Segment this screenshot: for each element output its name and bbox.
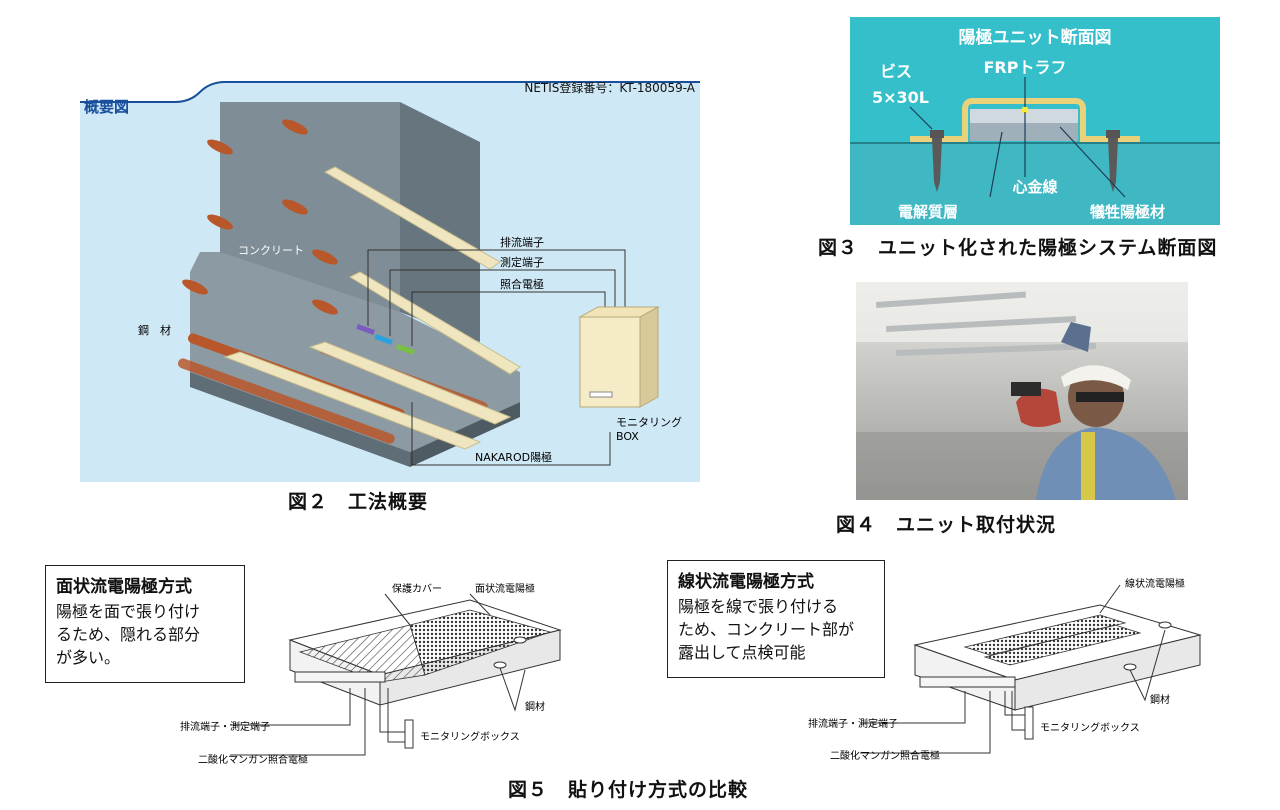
planar-anode-title: 面状流電陽極方式 — [56, 577, 192, 597]
measure-terminal-label: 測定端子 — [500, 255, 544, 269]
terminal-label-right: 排流端子・測定端子 — [808, 717, 898, 730]
overview-header: 概要図 — [84, 98, 129, 116]
linear-anode-title: 線状流電陽極方式 — [678, 572, 814, 592]
screw-right — [1106, 130, 1120, 192]
linear-anode-label: 線状流電陽極 — [1125, 577, 1185, 590]
planar-anode-desc-1: 陽極を面で張り付け — [56, 602, 201, 621]
nakarod-anode-strips — [223, 166, 521, 450]
monitoring-box-label-left: モニタリングボックス — [420, 730, 520, 743]
electrolyte-layer-label: 電解質層 — [898, 203, 958, 221]
figure-4-caption: 図４ ユニット取付状況 — [836, 514, 1057, 536]
figure-3-caption: 図３ ユニット化された陽極システム断面図 — [818, 237, 1218, 259]
frp-trough-label: FRPトラフ — [984, 58, 1067, 77]
figure-5-caption: 図５ 貼り付け方式の比較 — [508, 779, 749, 801]
cross-section-title: 陽極ユニット断面図 — [959, 27, 1112, 48]
figure-2: 概要図 NETIS登録番号：KT-180059-A — [80, 72, 700, 482]
installation-photo — [856, 282, 1188, 500]
concrete-label: コンクリート — [238, 244, 304, 257]
sacrificial-anode-label: 犠牲陽極材 — [1090, 203, 1165, 221]
linear-anode-desc-3: 露出して点検可能 — [678, 643, 806, 662]
planar-anode-description: 面状流電陽極方式 陽極を面で張り付け るため、隠れる部分 が多い。 — [45, 565, 245, 683]
linear-anode-desc-2: ため、コンクリート部が — [678, 620, 855, 639]
drain-terminal-label: 排流端子 — [500, 235, 544, 249]
protective-cover-label: 保護カバー — [392, 582, 442, 595]
monitoring-box-label-1: モニタリング — [616, 415, 682, 429]
planar-anode-label: 面状流電陽極 — [475, 582, 535, 595]
terminal-label-left: 排流端子・測定端子 — [180, 720, 270, 733]
figure-2-caption: 図２ 工法概要 — [288, 491, 429, 513]
figure-4 — [856, 282, 1188, 500]
steel-label: 鋼 材 — [138, 323, 171, 337]
screw-label-1: ビス — [880, 62, 912, 81]
reference-electrode-label-right: 二酸化マンガン照合電極 — [830, 749, 940, 762]
linear-anode-strips — [963, 614, 1142, 666]
linear-anode-diagram: 線状流電陽極 鋼材 排流端子・測定端子 モニタリングボックス 二酸化マンガン照合… — [800, 575, 1220, 770]
core-wire-label: 心金線 — [1012, 178, 1057, 196]
planar-anode-diagram: 保護カバー 面状流電陽極 鋼材 排流端子・測定端子 モニタリングボックス 二酸化… — [170, 580, 570, 770]
screw-label-2: 5×30L — [872, 88, 929, 107]
frp-trough — [910, 98, 1140, 142]
netis-number: NETIS登録番号：KT-180059-A — [524, 80, 695, 95]
concrete-column — [220, 102, 400, 312]
reference-electrode-label: 照合電極 — [500, 277, 544, 291]
steel-label-left: 鋼材 — [525, 700, 545, 713]
monitoring-box — [578, 306, 660, 408]
reference-electrode-label-left: 二酸化マンガン照合電極 — [198, 753, 308, 766]
monitoring-box-label-right: モニタリングボックス — [1040, 721, 1140, 734]
monitoring-box-label-2: BOX — [616, 430, 639, 443]
worker-figure — [1011, 322, 1176, 500]
anode-unit-cross-section: 陽極ユニット断面図 ビス 5×30L FRPトラフ 心金線 電解質層 — [850, 17, 1220, 225]
screw-left — [930, 130, 944, 192]
method-overview-diagram: 概要図 NETIS登録番号：KT-180059-A — [80, 72, 700, 482]
steel-label-right: 鋼材 — [1150, 693, 1170, 706]
planar-anode-sheet — [409, 609, 552, 676]
planar-anode-desc-2: るため、隠れる部分 — [56, 625, 201, 644]
nakarod-anode-label: NAKAROD陽極 — [475, 450, 552, 464]
linear-anode-desc-1: 陽極を線で張り付ける — [678, 597, 839, 616]
figure-3: 陽極ユニット断面図 ビス 5×30L FRPトラフ 心金線 電解質層 — [850, 17, 1220, 225]
planar-anode-desc-3: が多い。 — [56, 648, 121, 667]
linear-anode-description: 線状流電陽極方式 陽極を線で張り付ける ため、コンクリート部が 露出して点検可能 — [667, 560, 885, 678]
